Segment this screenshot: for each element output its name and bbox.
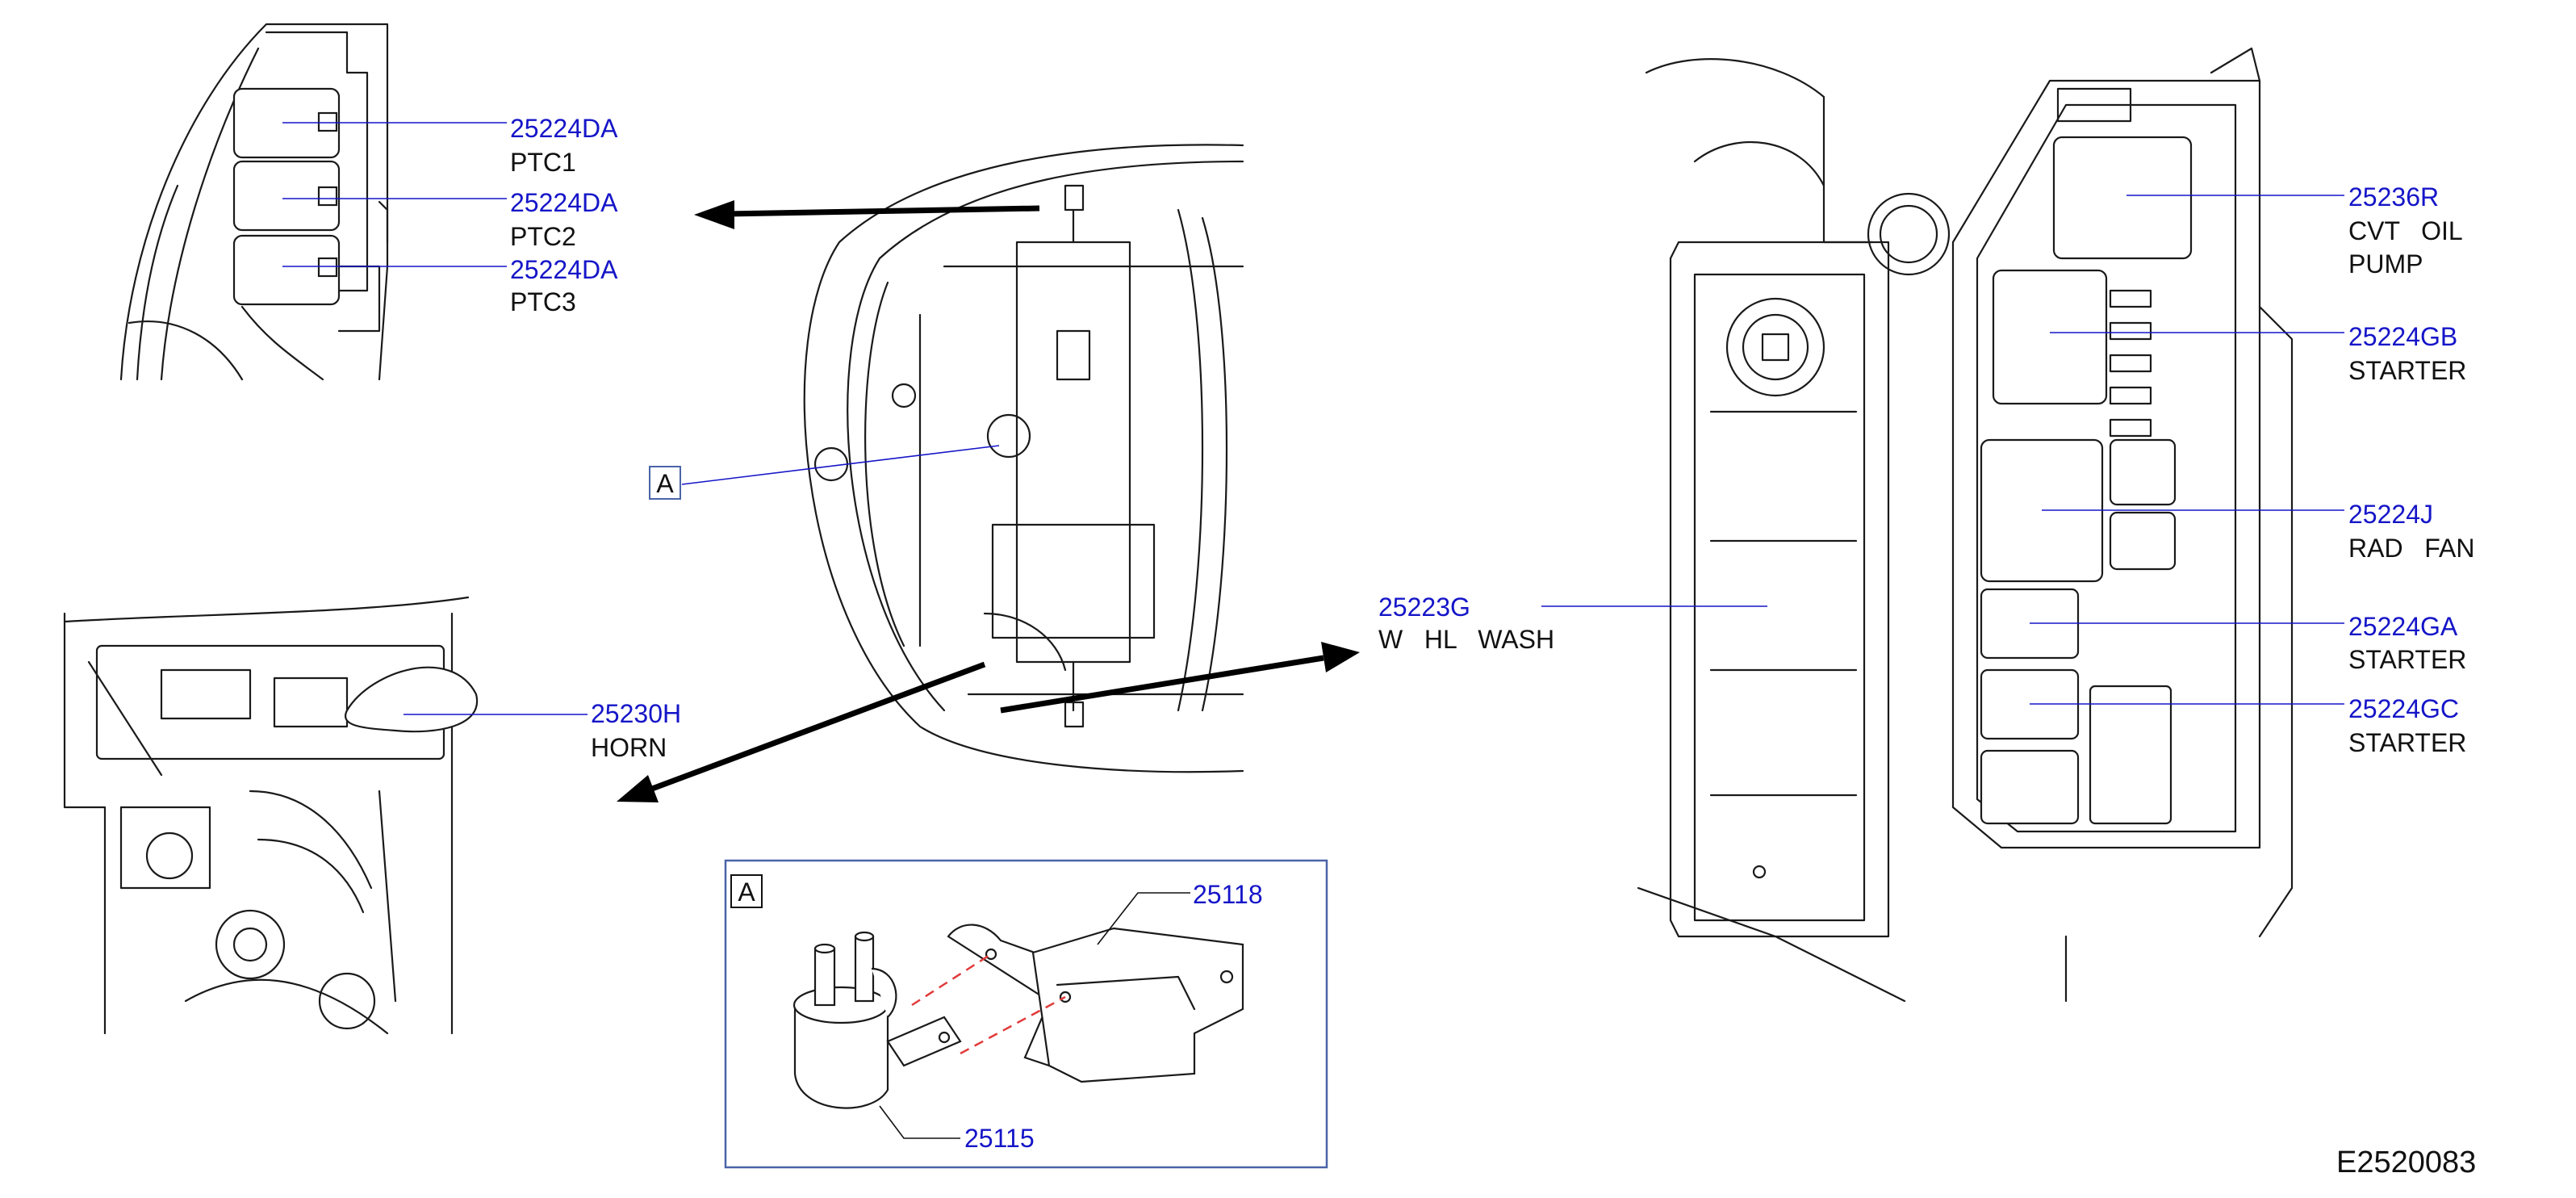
diagram-code: E2520083	[2336, 1146, 2476, 1179]
detail-marker-a: A	[649, 466, 681, 500]
starter-gb-name: STARTER	[2348, 356, 2466, 385]
ptc-relay-inset	[119, 23, 507, 381]
bracket-part-number: 25118	[1193, 880, 1263, 909]
starter-gb-part-number: 25224GB	[2348, 322, 2457, 351]
starter-ga-name: STARTER	[2348, 645, 2466, 674]
washer-name: W HL WASH	[1378, 625, 1554, 654]
cvt-oil-pump-part-number: 25236R	[2348, 182, 2439, 212]
starter-ga-part-number: 25224GA	[2348, 612, 2458, 641]
starter-gc-name: STARTER	[2348, 728, 2466, 757]
horn-part-number: 25230H	[591, 699, 681, 728]
horn-inset	[63, 596, 588, 1035]
detail-marker-letter: A	[656, 469, 674, 498]
ptc3-part-number: 25224DA	[510, 255, 618, 284]
cvt-oil-pump-name-line2: PUMP	[2348, 249, 2423, 279]
cvt-oil-pump-name-line1: CVT OIL	[2348, 216, 2463, 245]
rad-fan-part-number: 25224J	[2348, 500, 2433, 529]
ptc1-name: PTC1	[510, 148, 576, 177]
relay-part-number: 25115	[964, 1124, 1035, 1153]
callout-labels: 25224DA PTC1 25224DA PTC2 25224DA PTC3 2…	[510, 114, 2476, 1179]
ptc2-name: PTC2	[510, 222, 576, 251]
detail-box-letter: A	[738, 878, 755, 907]
rad-fan-name: RAD FAN	[2348, 534, 2474, 563]
horn-name: HORN	[591, 733, 667, 762]
ptc1-part-number: 25224DA	[510, 114, 618, 143]
ptc2-part-number: 25224DA	[510, 188, 618, 217]
starter-gc-part-number: 25224GC	[2348, 694, 2459, 723]
washer-part-number: 25223G	[1378, 593, 1470, 622]
vehicle-front-overview	[681, 144, 1244, 773]
relay-box-view	[1541, 47, 2344, 1003]
ptc3-name: PTC3	[510, 287, 576, 316]
pointer-arrows	[617, 200, 1360, 802]
detail-a-frame: A	[724, 859, 1328, 1169]
